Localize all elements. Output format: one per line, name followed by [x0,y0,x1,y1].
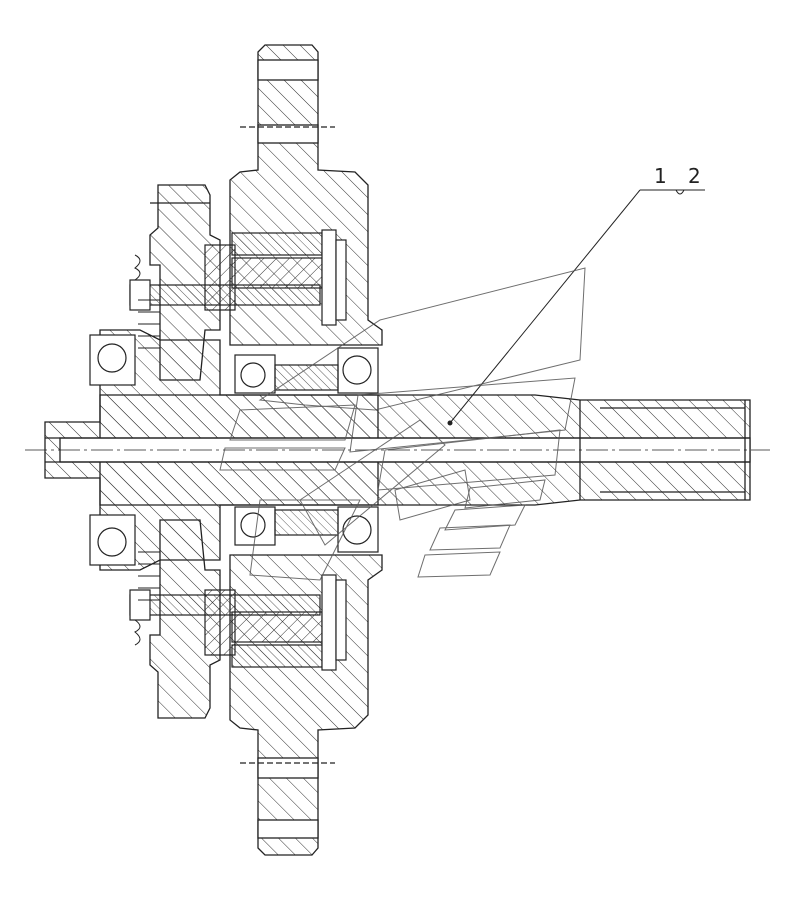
callout-1: 1 [654,164,667,188]
spring-clips [134,254,160,646]
upper-roller-bearing [204,229,347,326]
watermark-logo [219,267,586,581]
upper-pin [129,279,321,311]
callout-leader [447,189,705,426]
left-small-bearings [89,334,136,566]
lower-pin [129,589,321,621]
lower-ball-bearings [234,506,379,553]
callout-2: 2 [688,164,701,188]
upper-ball-bearings [234,347,379,394]
